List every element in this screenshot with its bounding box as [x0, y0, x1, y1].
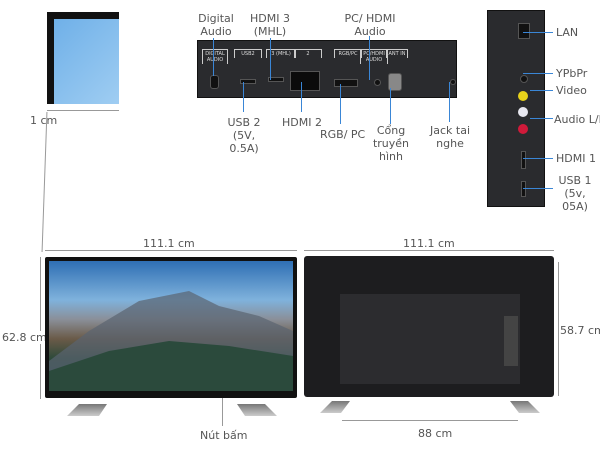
- headphone-jack: [450, 79, 456, 85]
- ypbpr-port: [520, 75, 528, 83]
- label-digital-audio: Digital Audio: [198, 12, 234, 38]
- printed-rgb: RGB/PC: [334, 49, 362, 58]
- label-usb1: USB 1 (5v, 05A): [558, 174, 592, 213]
- corner-dim-line: [47, 110, 119, 111]
- audio-l-port: [518, 107, 528, 117]
- stand-width-line: [342, 420, 518, 421]
- back-ports: [504, 316, 518, 366]
- pointer-jack: [449, 82, 450, 122]
- corner-detail: [47, 12, 119, 104]
- pointer-ypbpr: [523, 73, 553, 74]
- pointer-usb2: [243, 82, 244, 112]
- front-width-line: [45, 250, 297, 251]
- printed-hdmi2: 2: [294, 49, 322, 58]
- label-hdmi2: HDMI 2: [282, 116, 322, 129]
- hdmi1-port: [521, 151, 526, 169]
- button-label: Nút bấm: [200, 429, 248, 442]
- label-video: Video: [556, 84, 587, 97]
- printed-digital: DIGITAL AUDIO: [202, 49, 228, 64]
- label-hdmi3: HDMI 3 (MHL): [250, 12, 290, 38]
- lan-port: [518, 23, 530, 39]
- back-width-line: [304, 250, 554, 251]
- stand-width-label: 88 cm: [418, 427, 453, 440]
- pc-audio-port: [374, 79, 381, 86]
- video-port: [518, 91, 528, 101]
- corner-leader: [41, 112, 48, 252]
- label-rgb-pc: RGB/ PC: [320, 128, 366, 141]
- printed-pcaudio: PC/HDMI AUDIO: [360, 49, 388, 64]
- pointer-ant: [390, 88, 391, 124]
- front-tv: [45, 257, 297, 398]
- antenna-port: [388, 73, 402, 91]
- pointer-hdmi3: [270, 38, 271, 80]
- label-lan: LAN: [556, 26, 579, 39]
- tv-screen-image: [49, 261, 293, 391]
- front-height-line: [40, 257, 41, 399]
- printed-ant: ANT IN: [386, 49, 408, 58]
- hdmi3-port: [268, 77, 284, 82]
- printed-hdmi3: 3 (MHL): [266, 49, 296, 58]
- back-panel: [340, 294, 520, 384]
- label-hdmi1: HDMI 1: [556, 152, 596, 165]
- usb1-port: [521, 181, 526, 197]
- pointer-hdmi2: [301, 82, 302, 112]
- usb2-port: [240, 79, 256, 84]
- mountain-graphic: [49, 291, 293, 391]
- button-leader: [222, 398, 223, 426]
- pointer-digital: [213, 38, 214, 76]
- pointer-audio: [530, 118, 553, 119]
- label-ypbpr: YPbPr: [556, 67, 588, 80]
- pointer-usb1: [523, 188, 553, 189]
- label-usb2: USB 2 (5V, 0.5A): [227, 116, 261, 155]
- back-tv: [304, 256, 554, 397]
- label-antenna: Cổng truyền hình: [372, 124, 410, 163]
- hdmi2-port: [290, 71, 320, 91]
- label-audio-lr: Audio L/R: [554, 113, 600, 126]
- digital-audio-port: [210, 75, 219, 89]
- side-port-panel: [487, 10, 545, 207]
- back-stand: [320, 397, 540, 413]
- pointer-video: [530, 90, 553, 91]
- label-pc-hdmi-audio: PC/ HDMI Audio: [344, 12, 396, 38]
- back-height-line: [558, 262, 559, 396]
- top-port-panel: DIGITAL AUDIO USB2 3 (MHL) 2 RGB/PC PC/H…: [197, 40, 457, 98]
- pointer-hdmi1: [523, 158, 553, 159]
- front-height-label: 62.8 cm: [2, 331, 47, 344]
- back-height-label: 58.7 cm: [560, 324, 600, 337]
- rgb-pc-port: [334, 79, 358, 87]
- front-stand: [67, 398, 277, 416]
- front-width-label: 111.1 cm: [140, 237, 198, 250]
- label-jack: Jack tai nghe: [430, 124, 471, 150]
- audio-r-port: [518, 124, 528, 134]
- corner-screen: [54, 19, 119, 104]
- pointer-pcaudio: [369, 36, 370, 80]
- back-width-label: 111.1 cm: [400, 237, 458, 250]
- printed-usb: USB2: [234, 49, 262, 58]
- pointer-rgb: [340, 84, 341, 124]
- pointer-lan: [523, 32, 553, 33]
- corner-size-label: 1 cm: [30, 114, 58, 127]
